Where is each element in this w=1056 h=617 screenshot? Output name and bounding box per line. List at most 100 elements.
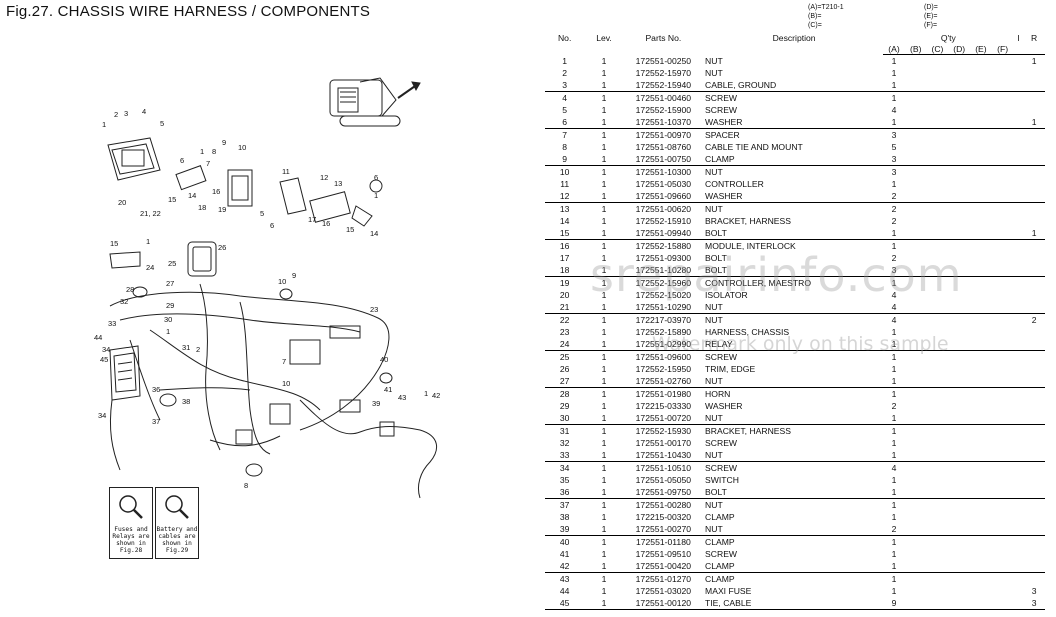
svg-text:23: 23 [370, 305, 378, 314]
cell-qty-f [992, 92, 1014, 105]
cell-qty-a: 3 [891, 167, 897, 177]
cell-lev: 1 [584, 227, 624, 240]
cell-lev: 1 [601, 241, 607, 251]
cell-qty-e [970, 326, 992, 338]
svg-text:37: 37 [152, 417, 160, 426]
cell-qty-a: 4 [891, 105, 897, 115]
cell-i [1014, 351, 1024, 364]
cell-description: SWITCH [705, 475, 739, 485]
cell-qty-b [905, 536, 927, 549]
cell-qty-c [927, 289, 949, 301]
cell-qty-f [992, 437, 1014, 449]
svg-text:21, 22: 21, 22 [140, 209, 161, 218]
cell-parts-no: 172551-09300 [635, 253, 692, 263]
cell-qty-c [927, 388, 949, 401]
cell-qty-b [905, 474, 927, 486]
cell-qty-d [948, 314, 970, 327]
cell-lev: 1 [601, 537, 607, 547]
cell-qty-a: 1 [883, 116, 905, 129]
cell-i [1013, 301, 1024, 314]
cell-r: 3 [1031, 586, 1037, 596]
header-i-spacer [1013, 44, 1024, 55]
cell-description: WASHER [703, 116, 884, 129]
table-subheader-row: (A) (B) (C) (D) (E) (F) [545, 44, 1045, 55]
cell-qty-d [948, 264, 971, 277]
cell-qty-a: 1 [891, 549, 897, 559]
cell-qty-b [904, 301, 927, 314]
cell-qty-d [948, 203, 970, 216]
cell-qty-e [970, 203, 992, 216]
header-col-a: (A) [883, 44, 905, 55]
cell-parts-no: 172552-15890 [635, 327, 692, 337]
cell-parts-no: 172551-02990 [623, 338, 704, 351]
cell-parts-no: 172551-00420 [623, 560, 704, 573]
cell-qty-b [905, 67, 927, 79]
cell-parts-no: 172551-10300 [635, 167, 692, 177]
model-legend-b: (B)= [808, 13, 822, 20]
cell-qty-a: 1 [891, 389, 897, 399]
cell-qty-f [992, 277, 1014, 290]
cell-description: CABLE, GROUND [703, 79, 884, 92]
cell-qty-c [927, 548, 949, 560]
cell-qty-b [905, 55, 927, 68]
parts-table: No. Lev. Parts No. Description Q'ty I R … [545, 33, 1045, 610]
cell-r [1023, 104, 1045, 116]
cell-lev: 1 [601, 142, 607, 152]
cell-qty-a: 1 [891, 179, 897, 189]
cell-r: 3 [1023, 597, 1045, 610]
cell-description: BOLT [703, 486, 884, 499]
cell-r [1023, 400, 1045, 412]
cell-qty-c [926, 449, 949, 462]
cell-qty-d [948, 301, 971, 314]
cell-qty-c [927, 573, 949, 586]
cell-no: 4 [562, 93, 568, 103]
cell-qty-e [970, 277, 992, 290]
cell-qty-f [992, 585, 1014, 597]
cell-qty-d [948, 560, 971, 573]
cell-qty-f [991, 375, 1014, 388]
battery-note-text: Battery and cables are shown in Fig.29 [156, 526, 198, 554]
cell-qty-b [905, 252, 927, 264]
cell-lev: 1 [601, 574, 607, 584]
cell-no: 38 [559, 512, 570, 522]
svg-text:10: 10 [282, 379, 290, 388]
cell-qty-e [970, 474, 992, 486]
cell-r [1023, 166, 1045, 179]
cell-qty-c [927, 425, 949, 438]
cell-qty-f [992, 363, 1014, 375]
svg-text:10: 10 [238, 143, 246, 152]
cell-i [1013, 79, 1024, 92]
cell-qty-f [992, 55, 1014, 68]
cell-parts-no: 172551-00720 [623, 412, 704, 425]
cell-qty-f [991, 153, 1014, 166]
cell-qty-b [905, 166, 927, 179]
cell-qty-b [904, 412, 927, 425]
cell-qty-d [948, 449, 971, 462]
cell-qty-f [992, 104, 1014, 116]
cell-i [1013, 375, 1024, 388]
cell-lev: 1 [601, 68, 607, 78]
cell-lev: 1 [584, 116, 624, 129]
cell-qty-a: 2 [891, 401, 897, 411]
magnifier-icon [119, 495, 143, 519]
cell-qty-d [948, 141, 970, 153]
svg-text:13: 13 [334, 179, 342, 188]
cell-qty-a: 1 [891, 586, 897, 596]
svg-text:28: 28 [126, 285, 134, 294]
cell-i [1014, 536, 1024, 549]
cell-qty-d [948, 462, 970, 475]
cell-qty-d [948, 400, 970, 412]
cell-qty-a: 1 [883, 486, 905, 499]
cell-qty-d [948, 227, 971, 240]
cell-r [1023, 573, 1045, 586]
cell-qty-d [948, 511, 970, 523]
cell-qty-b [905, 104, 927, 116]
cell-r [1023, 474, 1045, 486]
battery-note-box: Battery and cables are shown in Fig.29 [155, 487, 199, 559]
